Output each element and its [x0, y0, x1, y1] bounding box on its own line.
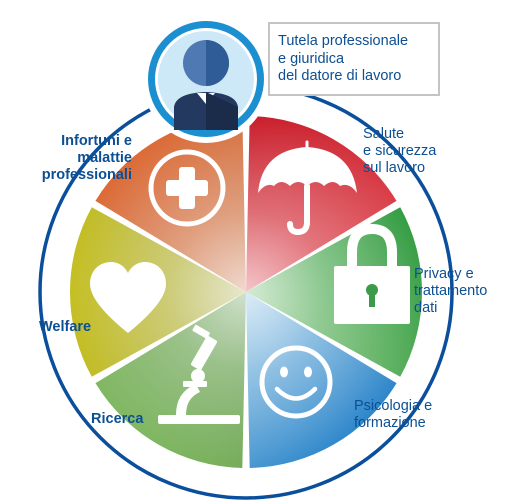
umbrella-icon [258, 140, 357, 236]
medical-cross-icon [148, 149, 226, 227]
person-icon [174, 40, 238, 130]
padlock-icon [334, 223, 410, 324]
smiley-icon [259, 345, 333, 419]
label-salute: Salute e sicurezza sul lavoro [363, 126, 437, 176]
label-privacy: Privacy e trattamento dati [414, 266, 488, 316]
label-ricerca: Ricerca [91, 411, 144, 427]
microscope-icon [158, 324, 240, 424]
callout-box: Tutela professionale e giuridica del dat… [268, 22, 440, 96]
callout-line-3: del datore di lavoro [278, 68, 402, 84]
label-psicologia: Psicologia e formazione [354, 398, 433, 431]
callout-line-1: Tutela professionale [278, 33, 409, 49]
heart-icon [90, 262, 166, 333]
callout-line-2: e giuridica [278, 50, 345, 67]
user-avatar [142, 15, 270, 143]
label-infortuni: Infortuni e malattie professionali [41, 133, 132, 183]
wheel-center-highlight [68, 114, 424, 470]
label-welfare: Welfare [39, 319, 92, 335]
